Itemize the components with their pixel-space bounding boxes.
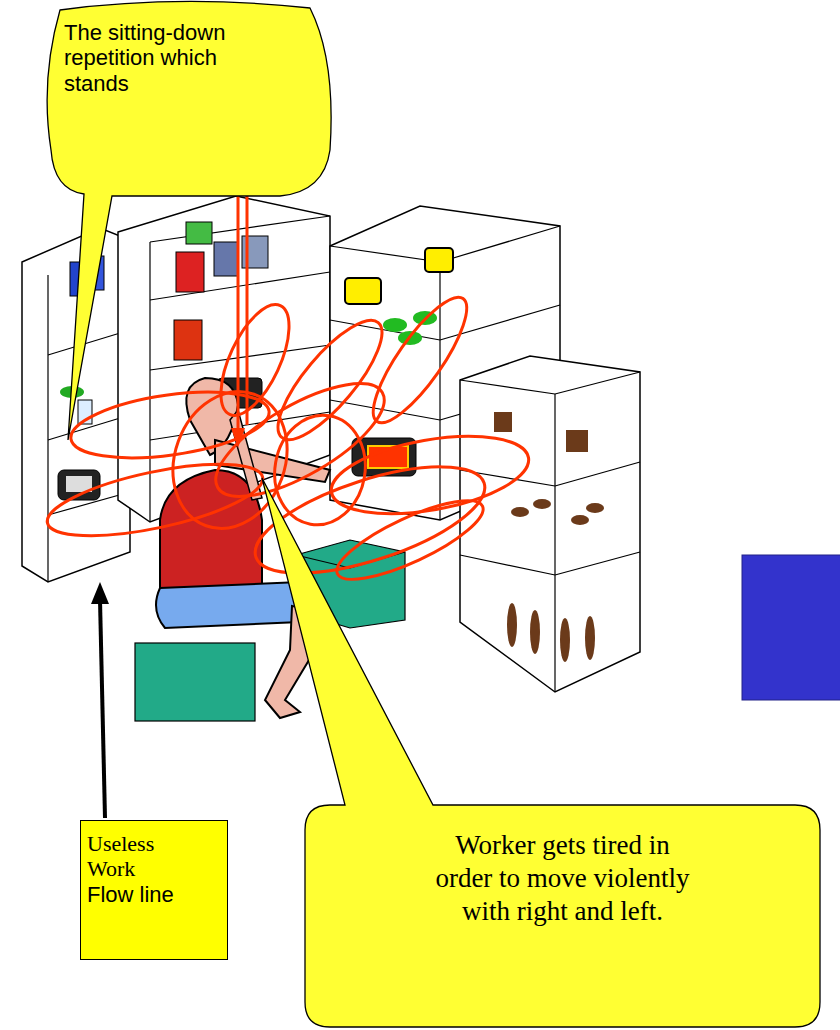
shelf-unit — [22, 228, 130, 582]
callout-bubble: The sitting-down repetition which stands — [40, 0, 335, 200]
shelf-edge — [554, 394, 555, 692]
flow-loop — [359, 286, 481, 434]
brown-item — [566, 430, 588, 452]
brown-item — [560, 618, 570, 662]
brown-item — [585, 616, 595, 660]
note-box: Useless WorkFlow line — [80, 820, 228, 960]
flow-loop — [263, 306, 398, 453]
brown-item — [533, 499, 551, 509]
repetition-arrow — [246, 162, 249, 425]
green-binder — [186, 222, 212, 244]
red-binder — [176, 252, 204, 292]
shelf-edge — [555, 372, 640, 394]
callout-bubble: Worker gets tired in order to move viole… — [305, 805, 820, 1027]
brown-item — [511, 507, 529, 517]
arrow-head — [231, 428, 245, 448]
repetition-arrow — [237, 175, 240, 440]
blue-box — [214, 242, 238, 276]
shelf-board — [460, 555, 555, 575]
yellow-box — [345, 278, 381, 304]
teal-seat — [135, 643, 255, 721]
shelf-board — [555, 552, 640, 575]
brown-item — [586, 503, 604, 513]
brown-item — [530, 610, 540, 654]
brown-item — [507, 603, 517, 647]
shelf-unit — [460, 356, 640, 692]
shelf-edge — [150, 216, 330, 242]
flow-loop — [42, 450, 269, 551]
callout-text: Worker gets tired in order to move viole… — [428, 829, 698, 928]
brown-item — [494, 412, 512, 432]
arrow-head — [91, 582, 109, 604]
red-binder — [174, 320, 202, 360]
callout-text: The sitting-down repetition which stands — [64, 20, 274, 96]
shelf-edge — [440, 226, 560, 262]
bubble-shape — [47, 1, 331, 440]
yellow-box — [425, 248, 453, 272]
brown-item — [571, 515, 589, 525]
shelf-edge — [460, 380, 555, 394]
flow-loop — [266, 408, 374, 532]
shelf-edge — [149, 242, 150, 522]
shelf-edge — [439, 262, 440, 520]
shelf-edge — [47, 275, 48, 582]
green-item — [383, 318, 407, 332]
flow-loop — [328, 486, 492, 593]
callout-text: Flow line — [87, 882, 227, 907]
flow-loop — [67, 381, 273, 468]
shelf-edge — [330, 246, 440, 262]
bubble-shape — [262, 478, 820, 1027]
flow-loop — [325, 423, 534, 527]
shelf-board — [555, 462, 640, 486]
blue-block — [742, 555, 840, 700]
callout-text: Useless Work — [87, 831, 187, 882]
worker-shorts — [156, 582, 310, 628]
pointer-arrow — [100, 600, 105, 818]
flow-loop — [200, 362, 400, 518]
flow-loop — [207, 295, 303, 425]
